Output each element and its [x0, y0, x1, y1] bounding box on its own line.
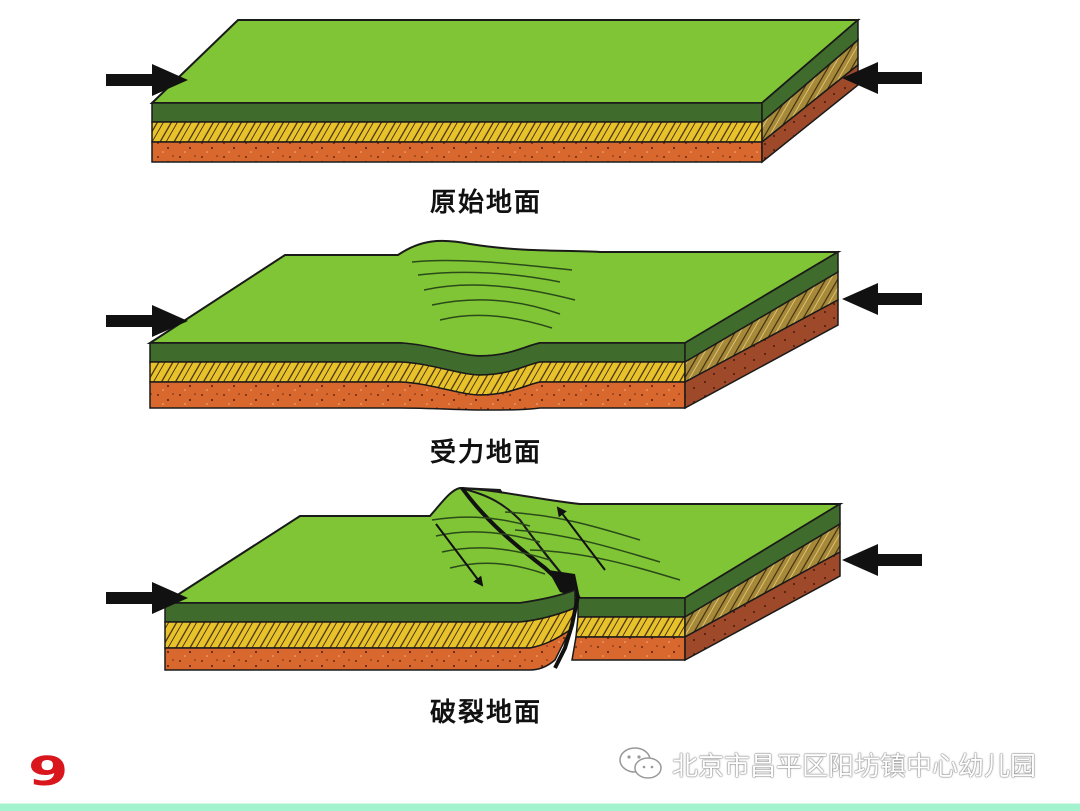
arrow-left-icon: [842, 544, 922, 576]
arrow-left-icon: [842, 283, 922, 315]
wechat-icon: [619, 747, 662, 779]
panel-compressed-ground: [106, 239, 922, 411]
watermark-text: 北京市昌平区阳坊镇中心幼儿园: [672, 751, 1037, 782]
arrow-right-icon: [106, 64, 188, 96]
arrow-left-icon: [842, 62, 922, 94]
page-number: 9: [28, 749, 69, 795]
watermark: 北京市昌平区阳坊镇中心幼儿园: [618, 744, 1036, 784]
caption-original-ground: 原始地面: [429, 188, 542, 218]
caption-compressed-ground: 受力地面: [429, 438, 542, 468]
arrow-right-icon: [106, 582, 188, 614]
caption-fractured-ground: 破裂地面: [429, 698, 542, 728]
bottom-band: [0, 803, 1080, 811]
panel-original-ground: [106, 18, 922, 164]
panel-fractured-ground: [106, 486, 922, 671]
arrow-right-icon: [106, 305, 188, 337]
